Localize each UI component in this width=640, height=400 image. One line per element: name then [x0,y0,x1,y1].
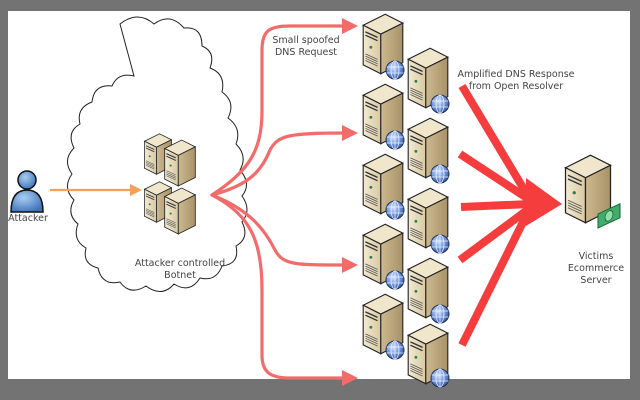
dns-server-globe-icon [407,117,450,184]
request-label-line1: Small spoofed [272,35,340,46]
dns-server-globe-icon [362,13,405,80]
user-icon [10,170,44,213]
response-arrow-2 [457,150,533,204]
request-label-line2: DNS Request [274,47,338,58]
response-arrowhead [526,178,562,226]
dns-server-globe-icon [362,153,405,220]
request-arrow-1 [210,24,347,197]
response-label-line1: Amplified DNS Response [457,69,575,80]
botnet-label: Attacker controlled Botnet [130,258,230,282]
response-arrow-5 [458,210,532,347]
victim-label-line3: Server [580,275,612,286]
response-arrow-4 [457,204,533,264]
victim-label-line2: Ecommerce [567,263,625,274]
victim-label-line1: Victims [578,251,614,262]
response-arrow-1 [458,83,532,199]
botnet-label-line1: Attacker controlled [134,258,226,269]
response-label-line2: from Open Resolver [468,81,564,92]
request-label: Small spoofed DNS Request [266,35,346,59]
dns-server-globe-icon [407,323,450,388]
dns-server-globe-icon [407,257,450,324]
request-arrow-2 [210,131,347,197]
request-arrows [210,24,347,380]
dns-server-globe-icon [407,47,450,114]
response-label: Amplified DNS Response from Open Resolve… [456,69,576,93]
server-money-icon [564,154,621,229]
request-arrow-3 [210,193,347,267]
dns-server-globe-icon [407,187,450,254]
dns-server-globe-icon [362,223,405,290]
request-arrowheads [342,18,358,386]
open-resolver-servers [362,13,450,388]
request-arrow-4 [210,193,347,380]
botnet-label-line2: Botnet [164,270,196,281]
dns-server-globe-icon [362,83,405,150]
dns-server-globe-icon [362,293,405,360]
response-arrows [457,83,533,347]
response-arrow-3 [460,200,531,211]
attacker-label: Attacker [8,213,48,224]
victim-label: Victims Ecommerce Server [566,251,626,287]
attacker-to-botnet-arrow [50,184,142,196]
